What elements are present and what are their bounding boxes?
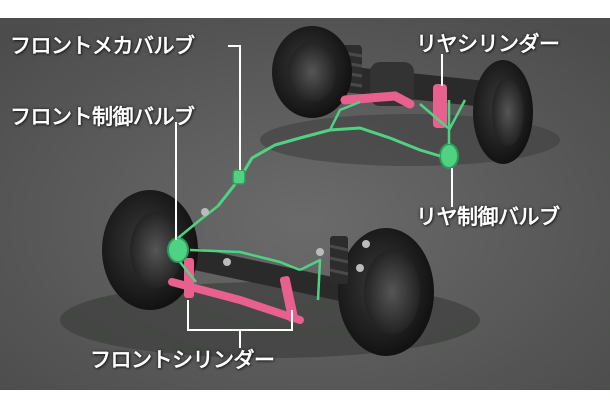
front-mecha-valve (232, 169, 246, 185)
front-local-lines (177, 205, 322, 301)
label-front-mecha-valve: フロントメカバルブ (10, 34, 195, 58)
front-right-rim (364, 250, 420, 334)
leader-front-mecha (228, 45, 241, 170)
joint-bolt (316, 248, 324, 256)
rear-axle-assembly (272, 26, 533, 169)
front-cylinder-left (184, 258, 194, 298)
rear-right-rim (492, 78, 524, 146)
front-cylinder-bar (168, 278, 304, 324)
rear-cylinder-left (340, 91, 415, 109)
joint-bolt (356, 264, 364, 272)
hydraulic-line-to-rear-cyl (328, 100, 361, 131)
label-rear-control-valve: リヤ制御バルブ (416, 205, 560, 229)
leader-lines (175, 45, 453, 348)
rear-left-rim (288, 42, 336, 102)
front-cylinder-right (279, 276, 299, 322)
label-rear-cylinder: リヤシリンダー (416, 32, 560, 56)
front-control-valve (167, 237, 189, 263)
front-left-rim (130, 212, 182, 288)
label-front-control-valve: フロント制御バルブ (10, 105, 195, 129)
rear-control-valve (439, 143, 459, 169)
label-front-cylinder: フロントシリンダー (90, 348, 275, 372)
front-axle-assembly (102, 190, 434, 356)
joint-bolt (201, 208, 209, 216)
joint-bolt (223, 258, 231, 266)
joint-bolt (362, 240, 370, 248)
leader-front-cyl (187, 300, 293, 348)
hydraulic-line-main (216, 126, 441, 207)
rear-local-lines (419, 99, 467, 144)
